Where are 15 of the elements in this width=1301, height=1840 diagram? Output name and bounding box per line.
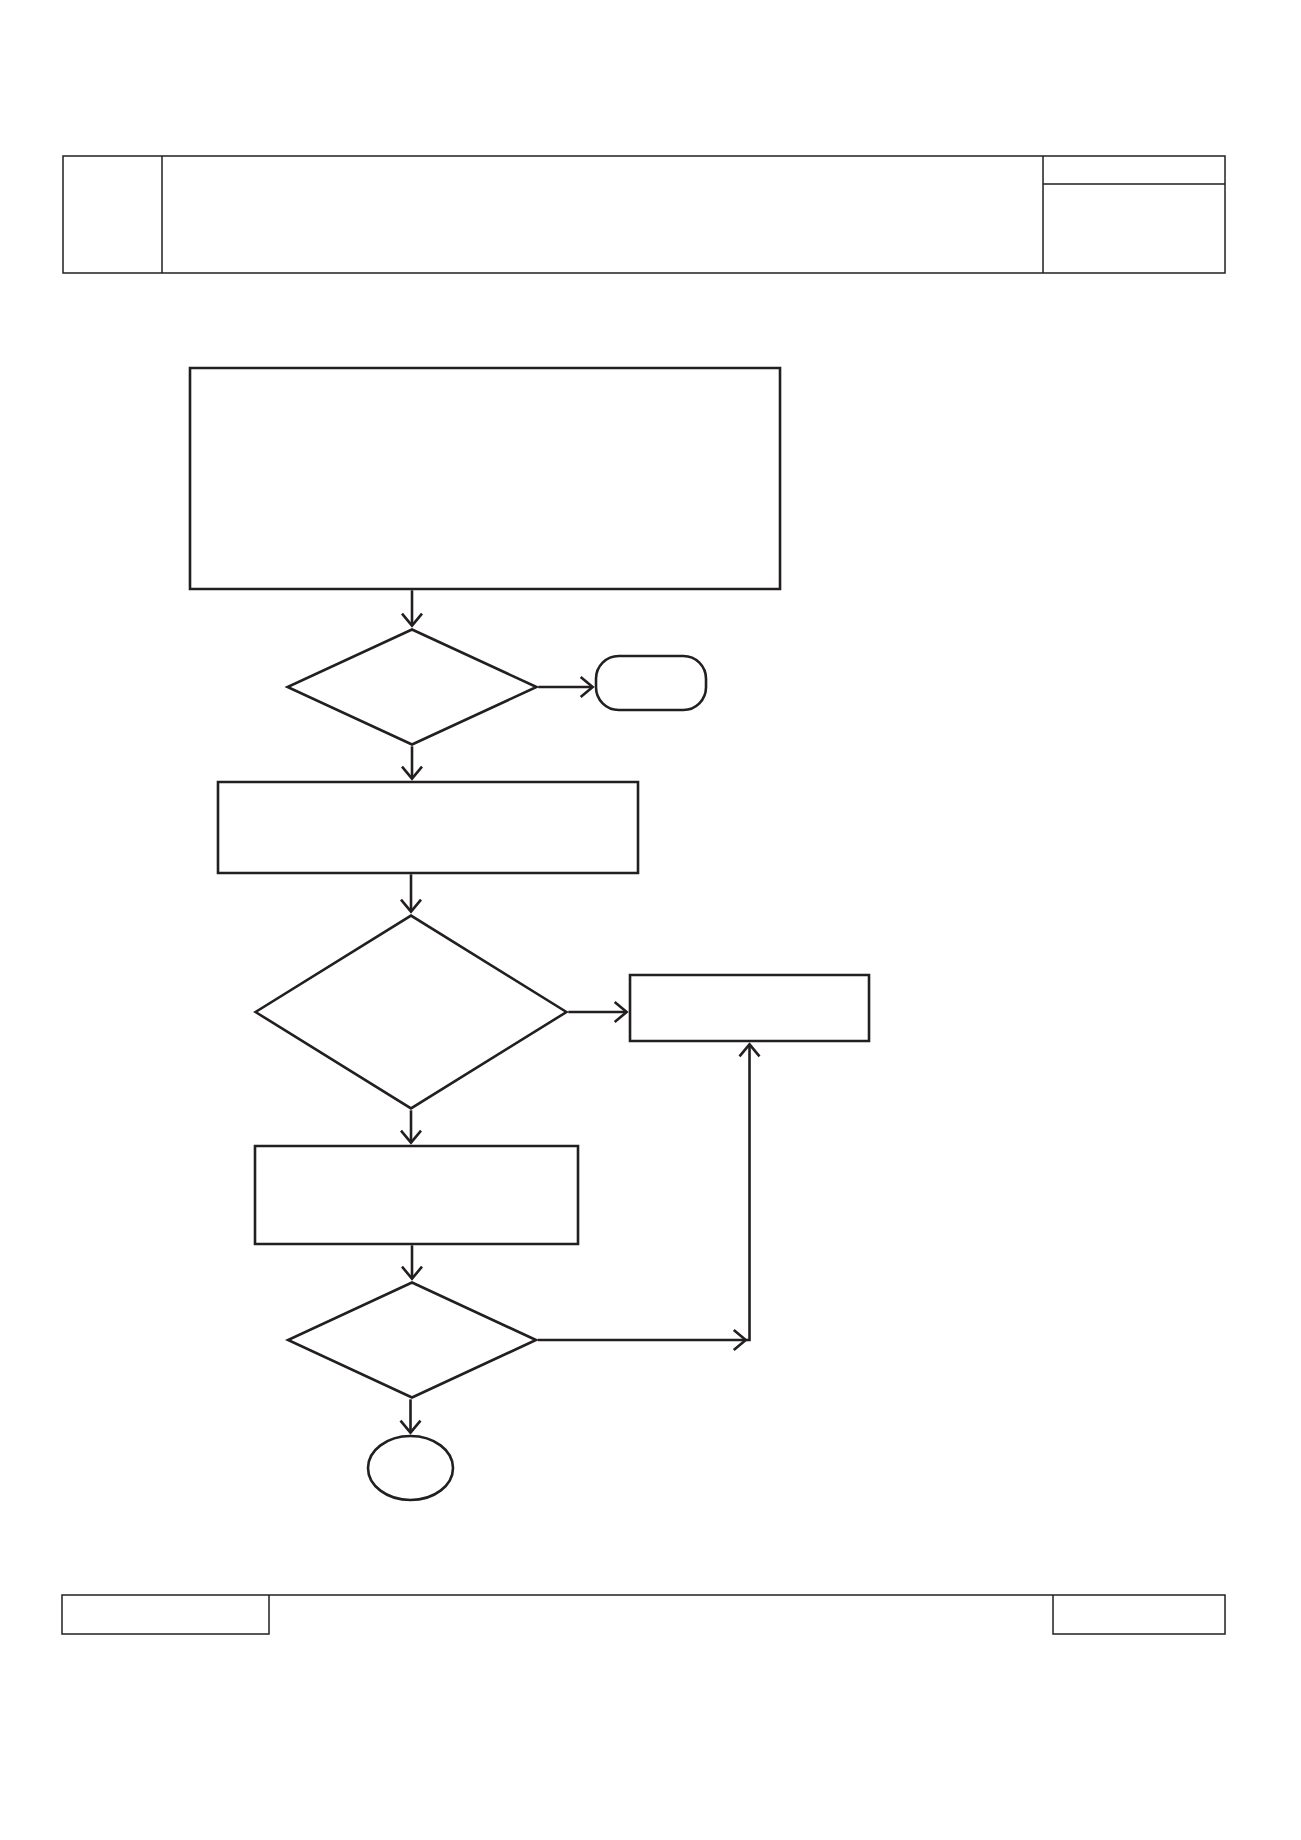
arrow	[401, 1245, 423, 1281]
arrow	[537, 1042, 761, 1351]
arrow	[399, 1399, 422, 1435]
arrow	[568, 1001, 629, 1023]
arrow	[401, 590, 423, 628]
arrow	[400, 874, 422, 914]
arrow	[400, 1110, 422, 1145]
process-box	[216, 780, 640, 875]
oval	[366, 1434, 455, 1502]
rounded-box	[594, 654, 708, 712]
process-box	[253, 1144, 580, 1246]
arrow	[538, 676, 595, 698]
process-box	[188, 366, 782, 591]
process-box	[628, 973, 871, 1043]
arrow	[401, 746, 423, 781]
